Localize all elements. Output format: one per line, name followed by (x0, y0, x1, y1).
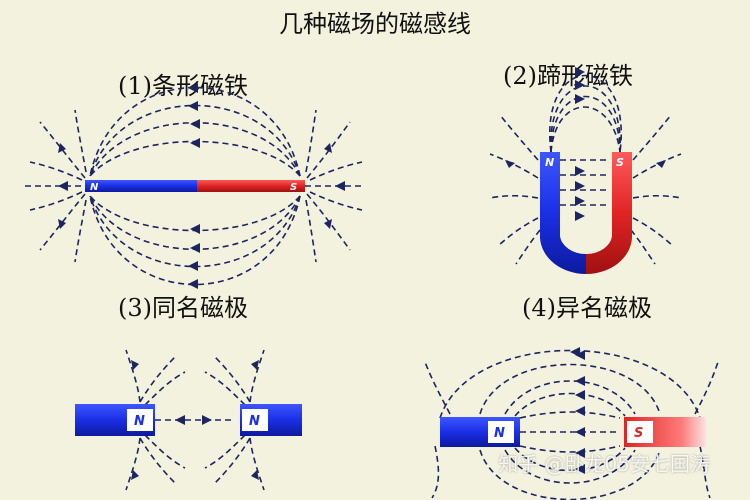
label-horseshoe-magnet: (2)蹄形磁铁 (503, 62, 633, 90)
bar-magnet-s-letter: S (290, 182, 297, 193)
watermark: 知乎 @卧龙05安七国涛 (498, 452, 710, 476)
page-title: 几种磁场的磁感线 (279, 10, 471, 38)
unlike-pole-n-label-box (488, 421, 514, 443)
like-pole-right-label-box (242, 409, 268, 431)
like-pole-left-n: N (134, 414, 145, 429)
horseshoe-s-letter: S (616, 156, 624, 169)
label-unlike-poles: (4)异名磁极 (522, 294, 652, 322)
horseshoe-n-letter: N (545, 156, 554, 169)
like-pole-right-n: N (249, 414, 260, 429)
label-bar-magnet: (1)条形磁铁 (118, 72, 248, 100)
bar-magnet-n-letter: N (90, 182, 99, 193)
bar-magnet-south (197, 180, 305, 192)
unlike-pole-s-letter: S (634, 426, 643, 441)
label-like-poles: (3)同名磁极 (118, 294, 248, 322)
unlike-pole-s-label-box (627, 421, 653, 443)
unlike-pole-n-letter: N (494, 426, 505, 441)
bar-magnet-north (85, 180, 197, 192)
like-pole-left-label-box (127, 409, 153, 431)
horseshoe-north-arm (540, 152, 586, 275)
field-arrows (58, 67, 666, 480)
horseshoe-south-arm (586, 152, 632, 275)
